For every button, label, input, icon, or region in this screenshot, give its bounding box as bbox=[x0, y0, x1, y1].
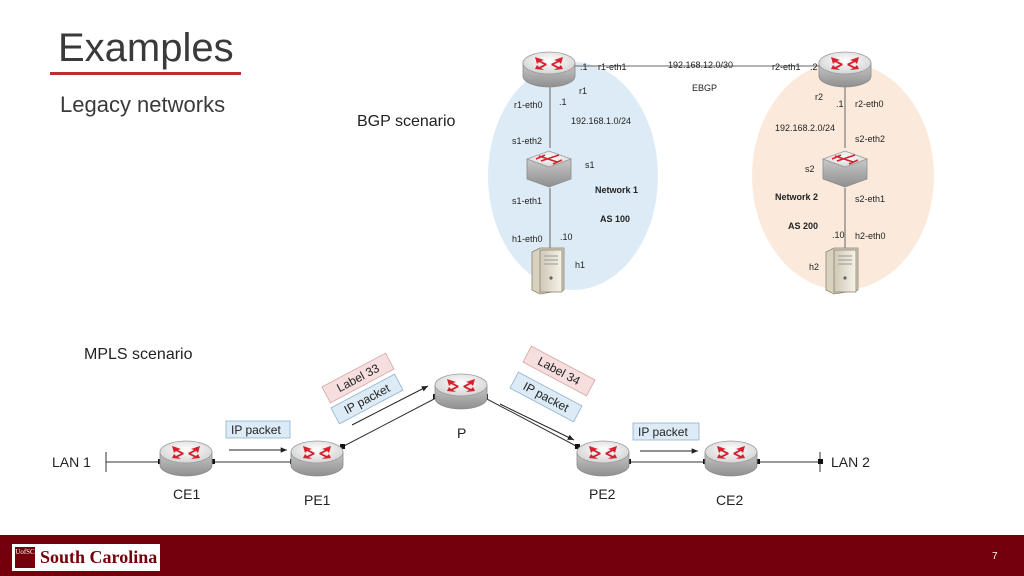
s1-eth1-label: s1-eth1 bbox=[512, 196, 542, 206]
label33-box bbox=[321, 352, 395, 404]
lan1-label: LAN 1 bbox=[52, 454, 91, 470]
router-ce2 bbox=[704, 440, 758, 477]
h1-ip: .10 bbox=[560, 232, 573, 242]
ip-packet-box-mid-right bbox=[509, 371, 583, 423]
r2-eth0-ip: .1 bbox=[836, 99, 844, 109]
h2-ip: .10 bbox=[832, 230, 845, 240]
switch-s2 bbox=[822, 150, 868, 188]
lan2-label: LAN 2 bbox=[831, 454, 870, 470]
ce2-label: CE2 bbox=[716, 492, 743, 508]
ce1-label: CE1 bbox=[173, 486, 200, 502]
host-h2 bbox=[825, 247, 859, 295]
logo-text: South Carolina bbox=[40, 547, 158, 567]
pe1-p-link bbox=[341, 397, 437, 448]
title-underline bbox=[50, 72, 241, 75]
label34-box bbox=[522, 345, 596, 397]
s1-name: s1 bbox=[585, 160, 595, 170]
router-ce1 bbox=[159, 440, 213, 477]
host-h1 bbox=[531, 247, 565, 295]
h1-eth0-label: h1-eth0 bbox=[512, 234, 543, 244]
slide-title: Examples bbox=[58, 26, 234, 70]
network1-as: AS 100 bbox=[600, 214, 630, 224]
logo-mark: UofSC bbox=[15, 547, 35, 568]
r1-name: r1 bbox=[579, 86, 587, 96]
network1-name: Network 1 bbox=[595, 185, 638, 195]
r2-eth1-label: r2-eth1 bbox=[772, 62, 801, 72]
r1-eth0-label: r1-eth0 bbox=[514, 100, 543, 110]
s2-eth1-label: s2-eth1 bbox=[855, 194, 885, 204]
s2-eth2-label: s2-eth2 bbox=[855, 134, 885, 144]
router-pe2 bbox=[576, 440, 630, 477]
router-p bbox=[434, 373, 488, 410]
page-number: 7 bbox=[992, 551, 998, 562]
arrow-mid-left bbox=[351, 385, 429, 426]
router-r1 bbox=[522, 51, 576, 88]
packet-box-left bbox=[225, 420, 291, 439]
network2-subnet: 192.168.2.0/24 bbox=[775, 123, 835, 133]
network1-subnet: 192.168.1.0/24 bbox=[571, 116, 631, 126]
switch-s1 bbox=[526, 150, 572, 188]
ebgp-protocol: EBGP bbox=[692, 83, 717, 93]
router-pe1 bbox=[290, 440, 344, 477]
r1-eth1-label: r1-eth1 bbox=[598, 62, 627, 72]
r2-eth1-ip: .2 bbox=[810, 62, 818, 72]
mpls-scenario-label: MPLS scenario bbox=[84, 346, 193, 363]
r2-eth0-label: r2-eth0 bbox=[855, 99, 884, 109]
h1-name: h1 bbox=[575, 260, 585, 270]
r2-name: r2 bbox=[815, 92, 823, 102]
packet-box-right bbox=[632, 422, 700, 441]
pe1-label: PE1 bbox=[304, 492, 331, 508]
pe2-label: PE2 bbox=[589, 486, 616, 502]
slide-subtitle: Legacy networks bbox=[60, 92, 226, 117]
s1-eth2-label: s1-eth2 bbox=[512, 136, 542, 146]
h2-eth0-label: h2-eth0 bbox=[855, 231, 886, 241]
ip-packet-box-mid-left bbox=[330, 373, 404, 425]
network1-region bbox=[488, 62, 658, 290]
h2-name: h2 bbox=[809, 262, 819, 272]
university-logo: UofSC South Carolina bbox=[12, 544, 160, 571]
packet-left: IP packet bbox=[231, 423, 281, 437]
router-r2 bbox=[818, 51, 872, 88]
p-label: P bbox=[457, 425, 466, 441]
r1-eth1-ip: .1 bbox=[580, 62, 588, 72]
ebgp-subnet: 192.168.12.0/30 bbox=[668, 60, 733, 70]
arrow-mid-right bbox=[499, 403, 575, 441]
p-pe2-link bbox=[484, 397, 579, 448]
bgp-scenario-label: BGP scenario bbox=[357, 113, 456, 130]
network-diagram: .1 r1-eth1 192.168.12.0/30 EBGP r2-eth1 … bbox=[52, 51, 934, 508]
network2-name: Network 2 bbox=[775, 192, 818, 202]
s2-name: s2 bbox=[805, 164, 815, 174]
packet-right: IP packet bbox=[638, 425, 688, 439]
network2-as: AS 200 bbox=[788, 221, 818, 231]
r1-eth0-ip: .1 bbox=[559, 97, 567, 107]
footer-bar bbox=[0, 535, 1024, 576]
